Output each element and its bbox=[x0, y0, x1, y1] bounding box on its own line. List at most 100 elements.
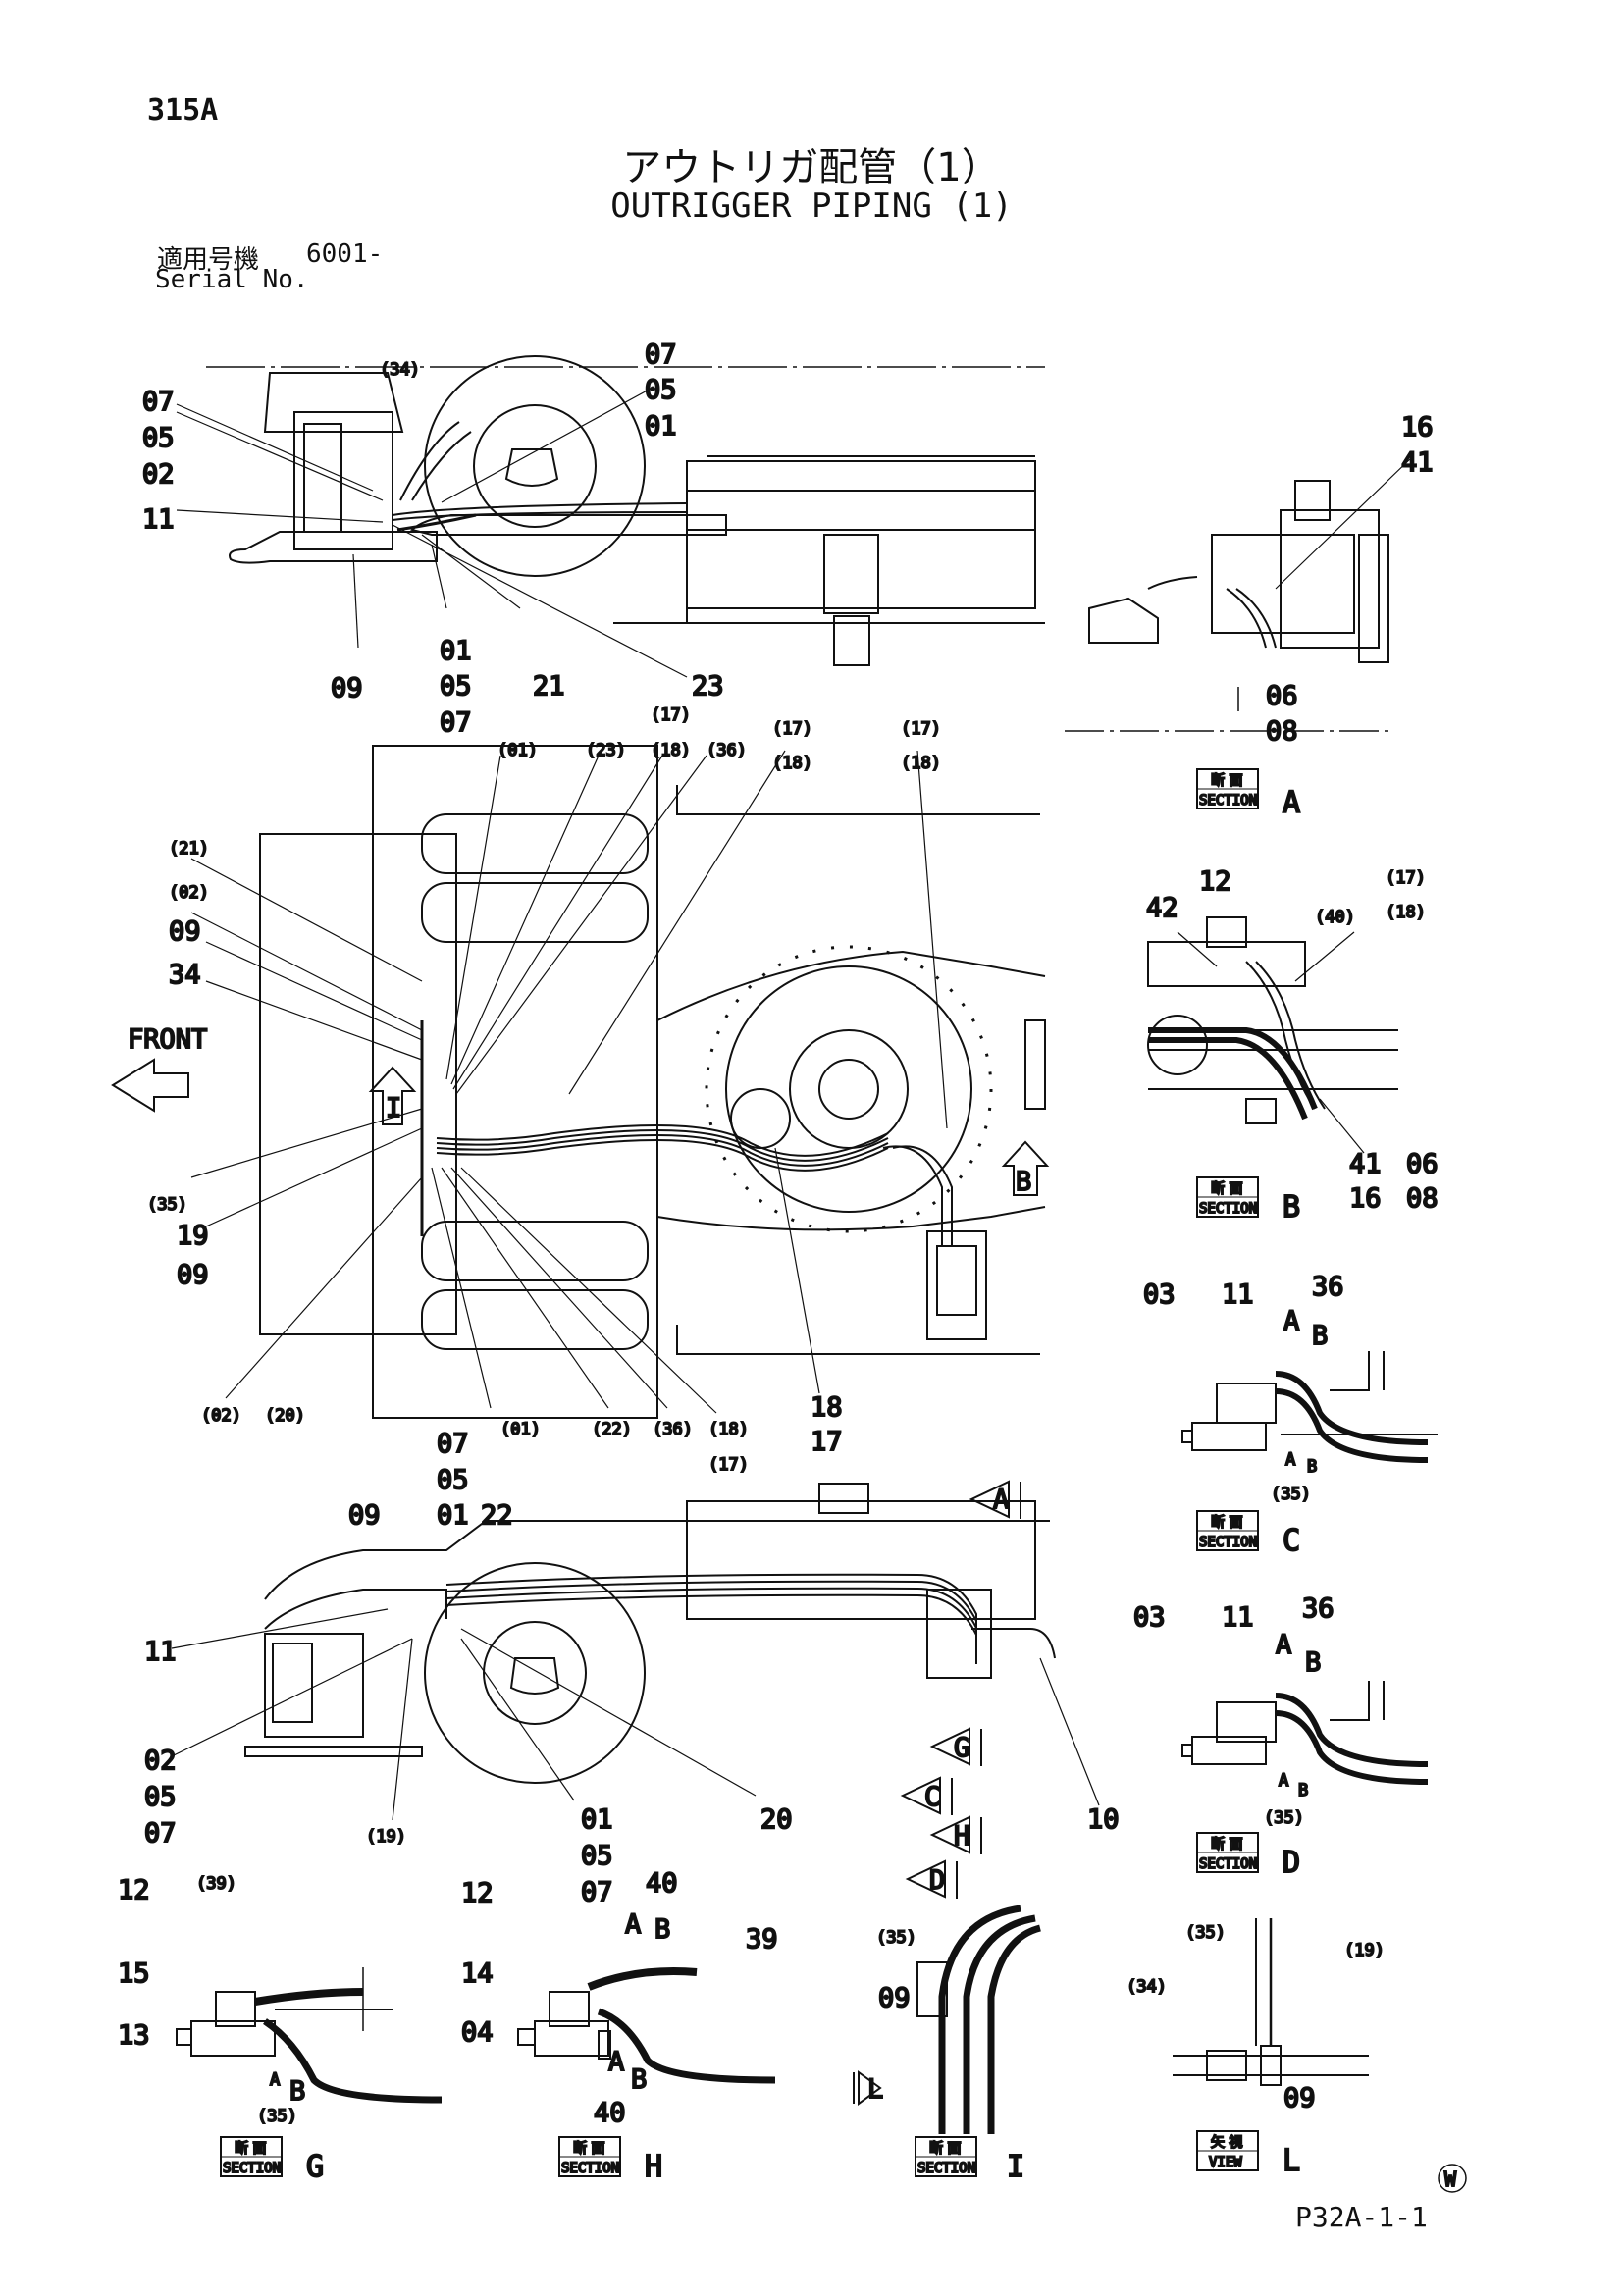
middle-plan-view bbox=[259, 745, 1046, 1419]
callout-si-35: (35) bbox=[876, 1928, 916, 1948]
callout-sc-B: B bbox=[1312, 1321, 1328, 1351]
callout-mid-t17a: (17) bbox=[651, 705, 691, 725]
view-i-label: I bbox=[386, 1093, 401, 1123]
callout-sd-A2: A bbox=[1279, 1771, 1288, 1791]
callout-low-l07: 07 bbox=[144, 1818, 177, 1849]
callout-low-b19: (19) bbox=[366, 1827, 406, 1847]
callout-low-b20: 20 bbox=[760, 1804, 793, 1835]
section-b-letter: B bbox=[1283, 1190, 1300, 1225]
callout-top-34: (34) bbox=[380, 360, 420, 380]
view-label-l: 矢 視 VIEW L bbox=[1196, 2130, 1301, 2179]
section-g-letter: G bbox=[306, 2150, 324, 2184]
callout-mid-t23: (23) bbox=[586, 741, 626, 760]
callout-mid-l09b: 09 bbox=[177, 1260, 209, 1290]
callout-sh-40: 40 bbox=[646, 1868, 678, 1899]
callout-sc-11: 11 bbox=[1222, 1279, 1254, 1310]
section-label-a: 断 面 SECTION A bbox=[1196, 768, 1301, 821]
callout-low-l05: 05 bbox=[144, 1782, 177, 1812]
callout-sg-39: (39) bbox=[196, 1874, 236, 1894]
section-g-en: SECTION bbox=[223, 2161, 281, 2176]
section-b-ja: 断 面 bbox=[1211, 1181, 1242, 1197]
section-label-b: 断 面 SECTION B bbox=[1196, 1176, 1301, 1226]
callout-low-t07: 07 bbox=[437, 1429, 469, 1459]
callout-mid-b22: (22) bbox=[592, 1420, 632, 1439]
callout-low-t09: 09 bbox=[348, 1500, 381, 1531]
top-side-view bbox=[206, 355, 1045, 666]
callout-sc-35: (35) bbox=[1271, 1485, 1311, 1504]
leader-lines bbox=[171, 387, 1414, 1821]
callout-mid-t17b: (17) bbox=[772, 719, 812, 739]
callout-mid-l35: (35) bbox=[147, 1195, 187, 1215]
callout-top-l05: 05 bbox=[142, 423, 175, 453]
callout-sh-A: A bbox=[625, 1909, 641, 1940]
callout-sb-12: 12 bbox=[1199, 866, 1231, 897]
section-label-h: 断 面 SECTION H bbox=[558, 2136, 663, 2185]
callout-sd-B: B bbox=[1305, 1647, 1321, 1678]
section-a-en: SECTION bbox=[1199, 793, 1257, 809]
callout-top-b23: 23 bbox=[692, 671, 724, 702]
callout-top-b05: 05 bbox=[440, 671, 472, 702]
view-l-en: VIEW bbox=[1209, 2155, 1242, 2170]
callout-mid-b17n: 17 bbox=[811, 1427, 843, 1457]
callout-sb-06: 06 bbox=[1406, 1149, 1439, 1179]
view-a-label: A bbox=[993, 1485, 1009, 1515]
section-d-en: SECTION bbox=[1199, 1856, 1257, 1872]
callout-sc-36: 36 bbox=[1312, 1272, 1344, 1302]
callout-sa-08: 08 bbox=[1266, 716, 1298, 747]
callout-mid-t01: (01) bbox=[497, 741, 538, 760]
callout-sd-A: A bbox=[1276, 1630, 1291, 1660]
callout-sh-B2: B bbox=[631, 2064, 647, 2095]
callout-sh-14: 14 bbox=[461, 1958, 494, 1989]
callout-sh-A2: A bbox=[608, 2047, 624, 2077]
callout-top-b01: 01 bbox=[440, 636, 472, 666]
view-d-label: D bbox=[929, 1865, 945, 1896]
title-english: OUTRIGGER PIPING (1) bbox=[610, 186, 1013, 226]
callout-low-b01: 01 bbox=[581, 1804, 613, 1835]
view-b-arrow bbox=[1001, 1140, 1050, 1196]
section-a-letter: A bbox=[1283, 786, 1300, 820]
callout-sg-35: (35) bbox=[257, 2107, 297, 2126]
callout-mid-t18a: (18) bbox=[651, 741, 691, 760]
section-g-drawing bbox=[176, 1967, 443, 2104]
callout-sb-41: 41 bbox=[1349, 1149, 1382, 1179]
callout-vl-35: (35) bbox=[1185, 1923, 1226, 1943]
front-arrow bbox=[111, 1058, 189, 1113]
callout-sg-A: A bbox=[270, 2070, 280, 2090]
lower-side-view bbox=[244, 1483, 1056, 1784]
callout-top-l02: 02 bbox=[142, 459, 175, 490]
callout-sd-03: 03 bbox=[1133, 1602, 1166, 1633]
callout-sg-12: 12 bbox=[118, 1875, 150, 1905]
callout-top-l11: 11 bbox=[142, 504, 175, 535]
page-number: 315A bbox=[147, 93, 219, 128]
section-a-ja: 断 面 bbox=[1211, 773, 1242, 789]
callout-mid-b01: (01) bbox=[500, 1420, 541, 1439]
view-b-label: B bbox=[1016, 1167, 1031, 1197]
w-mark: W bbox=[1438, 2164, 1467, 2193]
callout-sg-15: 15 bbox=[118, 1958, 150, 1989]
front-label: FRONT bbox=[128, 1024, 207, 1055]
callout-low-b05: 05 bbox=[581, 1841, 613, 1871]
callout-sb-18: (18) bbox=[1386, 903, 1426, 922]
callout-mid-b02: (02) bbox=[201, 1406, 241, 1426]
callout-mid-l34: 34 bbox=[169, 960, 201, 990]
view-c-label: C bbox=[924, 1782, 940, 1812]
callout-sd-B2: B bbox=[1298, 1781, 1308, 1800]
callout-low-t05: 05 bbox=[437, 1465, 469, 1495]
section-a-drawing bbox=[1065, 480, 1393, 732]
view-h-label: H bbox=[954, 1821, 969, 1852]
section-label-g: 断 面 SECTION G bbox=[220, 2136, 325, 2185]
callout-sd-36: 36 bbox=[1302, 1593, 1335, 1624]
callout-sb-40: (40) bbox=[1315, 908, 1355, 927]
callout-sh-40b: 40 bbox=[594, 2098, 626, 2128]
callout-mid-b18n: 18 bbox=[811, 1392, 843, 1423]
callout-low-l02: 02 bbox=[144, 1746, 177, 1776]
callout-mid-t36: (36) bbox=[707, 741, 747, 760]
callout-sg-B: B bbox=[289, 2076, 305, 2107]
callout-top-l07: 07 bbox=[142, 387, 175, 417]
section-g-ja: 断 面 bbox=[235, 2141, 266, 2157]
callout-mid-b20: (20) bbox=[265, 1406, 305, 1426]
callout-vl-19: (19) bbox=[1344, 1941, 1385, 1960]
section-b-en: SECTION bbox=[1199, 1201, 1257, 1217]
callout-top-r05: 05 bbox=[645, 375, 677, 405]
